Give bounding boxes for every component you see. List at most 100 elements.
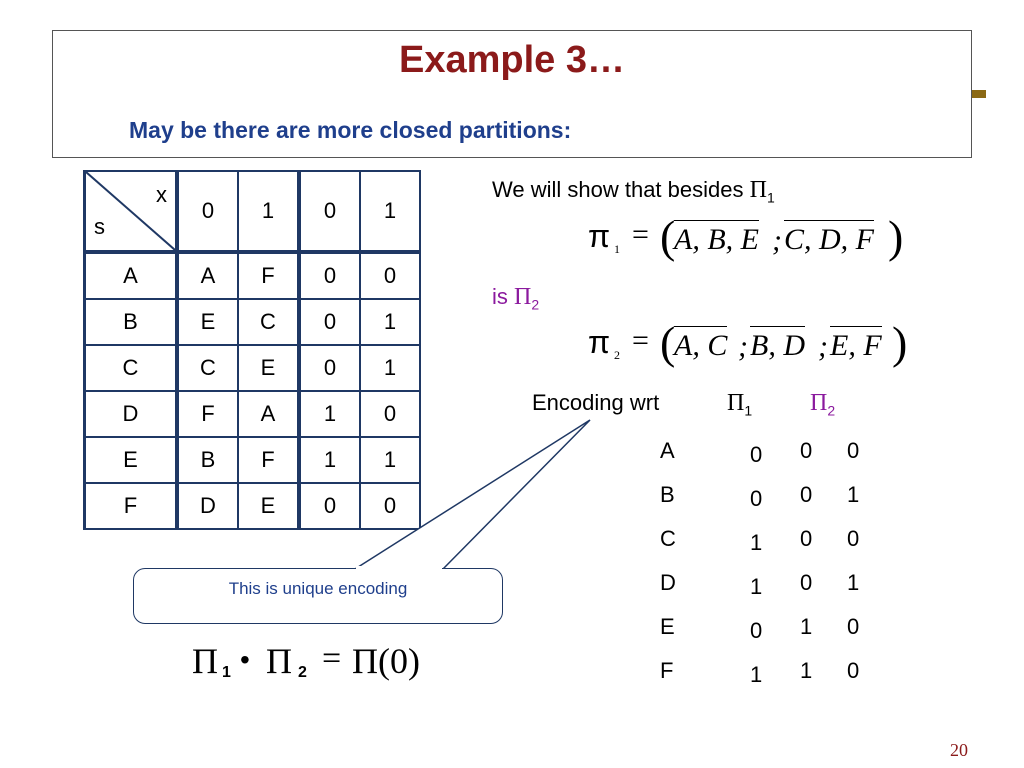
state-label: F (83, 482, 179, 530)
close-paren: ) (888, 211, 904, 262)
pi2-symbol: Π (810, 390, 828, 416)
next-state-cell: B (176, 436, 239, 484)
semicolon: ; (772, 224, 782, 257)
table-corner-cell: x s (83, 170, 179, 254)
encoding-pi2-header: Π2 (810, 390, 835, 418)
is-text-line: is Π2 (492, 284, 539, 312)
table-row: A A F 0 0 (83, 251, 421, 300)
next-state-cell: E (237, 344, 301, 392)
next-state-cell: D (176, 482, 239, 530)
pi2-subscript: 2 (827, 402, 836, 419)
encoding-pi2-bit: 0 (847, 614, 860, 639)
encoding-pi2-bit: 0 (800, 482, 813, 507)
encoding-pi2-bit: 0 (847, 438, 860, 463)
output-cell: 0 (298, 298, 361, 346)
encoding-pi2-bit: 0 (800, 570, 813, 595)
pi2-subscript: 2 (531, 296, 540, 313)
corner-diagonal (86, 172, 175, 250)
pi1-symbol: Π (749, 177, 767, 203)
pi1-subscript: 1 (222, 664, 231, 681)
encoding-state: A (660, 438, 675, 463)
encoding-state: F (660, 658, 674, 683)
table-row: E B F 1 1 (83, 436, 421, 484)
state-label: D (83, 390, 179, 438)
state-label: E (83, 436, 179, 484)
encoding-state: B (660, 482, 675, 507)
open-paren: ( (660, 317, 676, 368)
equals-sign: = (632, 218, 649, 251)
next-state-cell: F (237, 251, 301, 300)
product-dot: • (240, 644, 250, 675)
slide-title: Example 3… (399, 39, 625, 81)
pi2-lhs: π (588, 324, 611, 360)
table-row: F D E 0 0 (83, 482, 421, 530)
output-header: 0 (298, 170, 361, 254)
product-equation: Π 1 • Π 2 = Π(0) (192, 640, 452, 684)
state-label: C (83, 344, 179, 392)
callout-box: This is unique encoding (133, 568, 503, 624)
pi1-lhs: π (588, 218, 611, 254)
close-paren: ) (892, 317, 908, 368)
pi1-block-2: C, D, F (784, 220, 874, 257)
next-state-cell: E (176, 298, 239, 346)
output-cell: 0 (359, 482, 421, 530)
output-cell: 1 (359, 298, 421, 346)
open-paren: ( (660, 211, 676, 262)
encoding-state: C (660, 526, 676, 551)
pi1-lhs-sub: 1 (614, 242, 620, 256)
semicolon: ; (818, 330, 828, 363)
show-text: We will show that besides (492, 177, 744, 202)
encoding-pi1-bit: 0 (750, 618, 763, 643)
output-header: 1 (359, 170, 421, 254)
output-cell: 0 (359, 390, 421, 438)
semicolon: ; (738, 330, 748, 363)
encoding-pi2-bit: 0 (800, 526, 813, 551)
encoding-pi1-header: Π1 (727, 390, 752, 418)
output-cell: 0 (298, 344, 361, 392)
next-state-cell: C (176, 344, 239, 392)
input-header: 0 (176, 170, 239, 254)
product-rhs: Π(0) (352, 641, 420, 681)
encoding-pi1-bit: 1 (750, 530, 763, 555)
title-box: Example 3… May be there are more closed … (52, 30, 972, 158)
output-cell: 0 (359, 251, 421, 300)
encoding-pi2-bit: 1 (847, 482, 860, 507)
table-row: B E C 0 1 (83, 298, 421, 346)
encoding-pi2-bit: 1 (847, 570, 860, 595)
pi2-symbol: Π (266, 641, 292, 681)
pi2-block-3: E, F (830, 326, 882, 363)
next-state-cell: E (237, 482, 301, 530)
encoding-pi1-bit: 0 (750, 486, 763, 511)
pi2-block-2: B, D (750, 326, 805, 363)
encoding-pi2-bit: 1 (800, 658, 813, 683)
output-cell: 1 (359, 344, 421, 392)
is-text: is (492, 284, 508, 309)
next-state-cell: F (176, 390, 239, 438)
pi1-subscript: 1 (766, 189, 775, 206)
table-row: C C E 0 1 (83, 344, 421, 392)
pi1-symbol: Π (727, 390, 745, 416)
encoding-pi2-bit: 1 (800, 614, 813, 639)
output-cell: 0 (298, 251, 361, 300)
input-header: 1 (237, 170, 301, 254)
table-row: D F A 1 0 (83, 390, 421, 438)
encoding-label: Encoding wrt (532, 390, 660, 415)
show-text-line: We will show that besides Π1 (492, 177, 775, 205)
output-cell: 1 (298, 390, 361, 438)
pi2-block-1: A, C (674, 326, 728, 363)
state-table: x s 0 1 0 1 A A F 0 0 B E C 0 1 C C E 0 … (83, 170, 421, 530)
encoding-pi2-bit: 0 (847, 526, 860, 551)
output-cell: 1 (298, 436, 361, 484)
next-state-cell: F (237, 436, 301, 484)
pi1-symbol: Π (192, 641, 218, 681)
encoding-pi2-bit: 0 (847, 658, 860, 683)
state-label: B (83, 298, 179, 346)
pi1-block-1: A, B, E (674, 220, 759, 257)
encoding-pi1-bit: 1 (750, 662, 763, 687)
accent-mark (972, 90, 986, 98)
output-cell: 0 (298, 482, 361, 530)
encoding-state: E (660, 614, 675, 639)
encoding-state: D (660, 570, 676, 595)
equals-sign: = (322, 640, 342, 677)
pi2-symbol: Π (514, 284, 532, 310)
